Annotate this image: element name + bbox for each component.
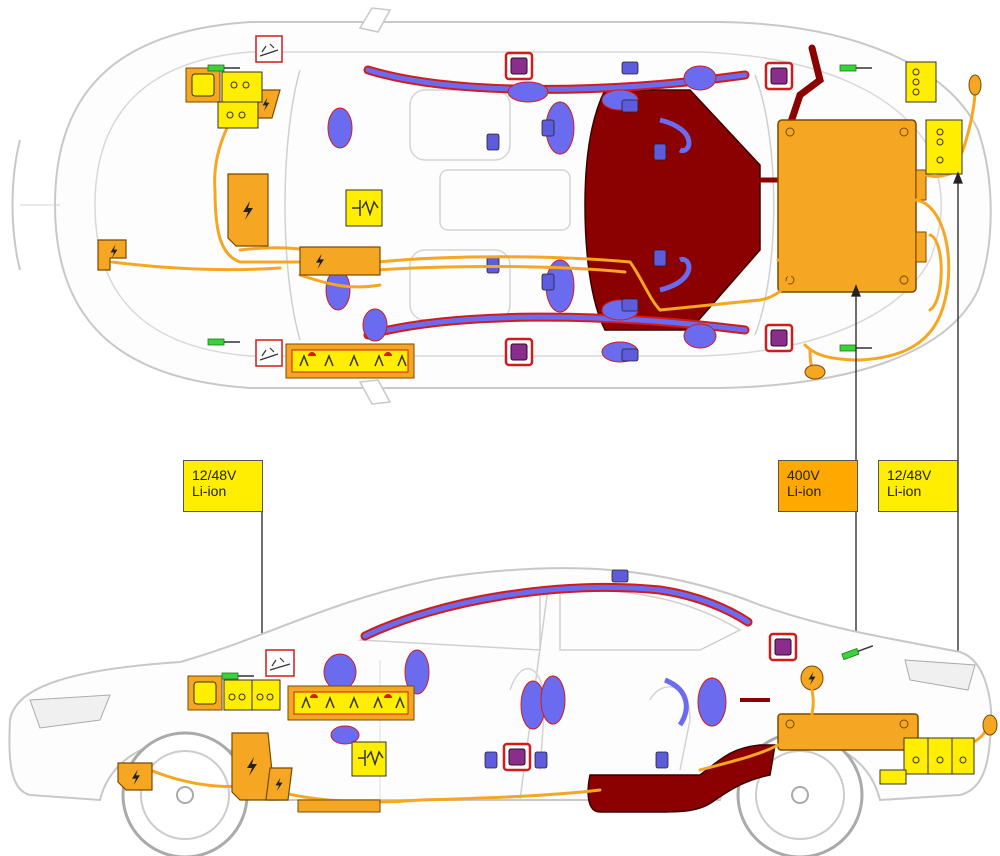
top-car-body	[53, 21, 992, 389]
label-line2: Li-ion	[192, 483, 227, 499]
label-battery-12-48v-rear: 12/48V Li-ion	[878, 460, 958, 512]
gas-generator-icon	[345, 189, 383, 227]
top-fuel-tank	[584, 89, 761, 331]
side-view-car	[8, 567, 993, 856]
side-hv-battery	[777, 713, 919, 751]
side-airbags	[323, 649, 727, 745]
side-gas-generator-icon	[351, 741, 387, 777]
label-line1: 12/48V	[887, 467, 932, 483]
hood-lifter-icon	[255, 35, 283, 367]
top-lv-batteries	[185, 61, 982, 175]
label-line1: 12/48V	[192, 467, 237, 483]
label-line2: Li-ion	[887, 483, 922, 499]
label-battery-12-48v-front: 12/48V Li-ion	[183, 460, 263, 512]
top-pretensioner-strip	[285, 343, 415, 379]
label-line2: Li-ion	[787, 483, 822, 499]
front-wheel	[121, 731, 249, 856]
label-line1: 400V	[787, 467, 820, 483]
top-rear-hv-plug	[804, 364, 826, 380]
label-battery-400v: 400V Li-ion	[778, 460, 858, 512]
side-hood-lifter-icon	[265, 649, 295, 677]
top-view-car	[11, 7, 992, 405]
side-pretensioner-strip	[287, 685, 415, 721]
side-front-hv-components	[117, 714, 998, 813]
side-lv-batteries	[187, 675, 975, 785]
top-hv-battery	[777, 119, 917, 293]
top-fuel-filler	[786, 44, 824, 129]
